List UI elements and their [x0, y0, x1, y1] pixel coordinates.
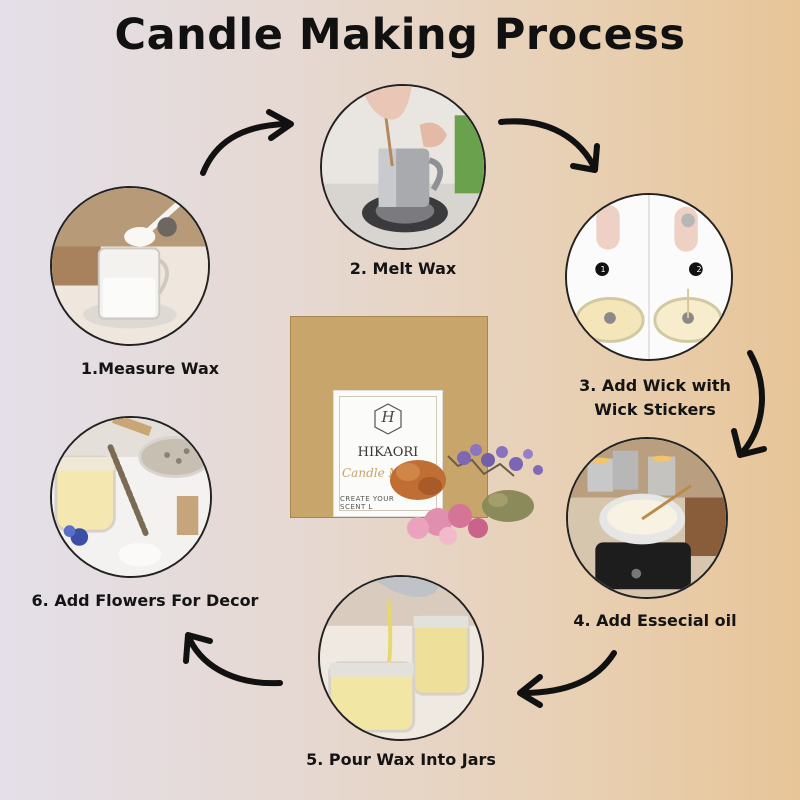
step-3-photo: 1 2 [565, 193, 733, 361]
product-box: H HIKAORI Candle M CREATE YOUR SCENT L [290, 316, 488, 518]
step-5-photo [318, 575, 484, 741]
step-1-photo [50, 186, 210, 346]
arrow-2-to-3-icon [498, 118, 600, 173]
essential-oil-icon [568, 439, 726, 597]
product-tagline: CREATE YOUR SCENT L [340, 495, 395, 511]
wick-badge-2: 2 [696, 265, 702, 274]
step-4-label: 4. Add Essecial oil [573, 611, 737, 630]
hexagon-logo-icon [374, 403, 402, 435]
measure-wax-icon [52, 188, 208, 344]
step-5-label: 5. Pour Wax Into Jars [306, 750, 496, 769]
step-3-label-line-2: Wick Stickers [594, 400, 716, 419]
arrow-1-to-2-icon [200, 109, 294, 176]
wick-badge-1: 1 [600, 265, 606, 274]
flowers-decor-icon [52, 418, 210, 576]
page-title: Candle Making Process [114, 10, 686, 60]
melt-wax-icon [322, 86, 484, 248]
step-3-label-line-1: 3. Add Wick with [579, 376, 731, 395]
product-label-frame [339, 396, 437, 511]
step-3-label: 3. Add Wick with Wick Stickers [555, 374, 755, 422]
step-1-label: 1.Measure Wax [80, 359, 220, 378]
step-6-label: 6. Add Flowers For Decor [31, 591, 259, 610]
brand-name: HIKAORI [357, 445, 419, 460]
step-4-photo [566, 437, 728, 599]
logo-letter: H [381, 408, 395, 426]
arrow-3-to-4-icon [731, 350, 767, 458]
step-2-label: 2. Melt Wax [349, 259, 457, 278]
arrow-4-to-5-icon [517, 650, 617, 708]
pour-wax-icon [320, 577, 482, 739]
dried-flowers-icon [390, 444, 543, 545]
product-subtitle: Candle M [342, 466, 401, 480]
step-2-photo [320, 84, 486, 250]
arrow-5-to-6-icon [183, 632, 283, 687]
step-6-photo [50, 416, 212, 578]
add-wick-icon [567, 195, 731, 359]
